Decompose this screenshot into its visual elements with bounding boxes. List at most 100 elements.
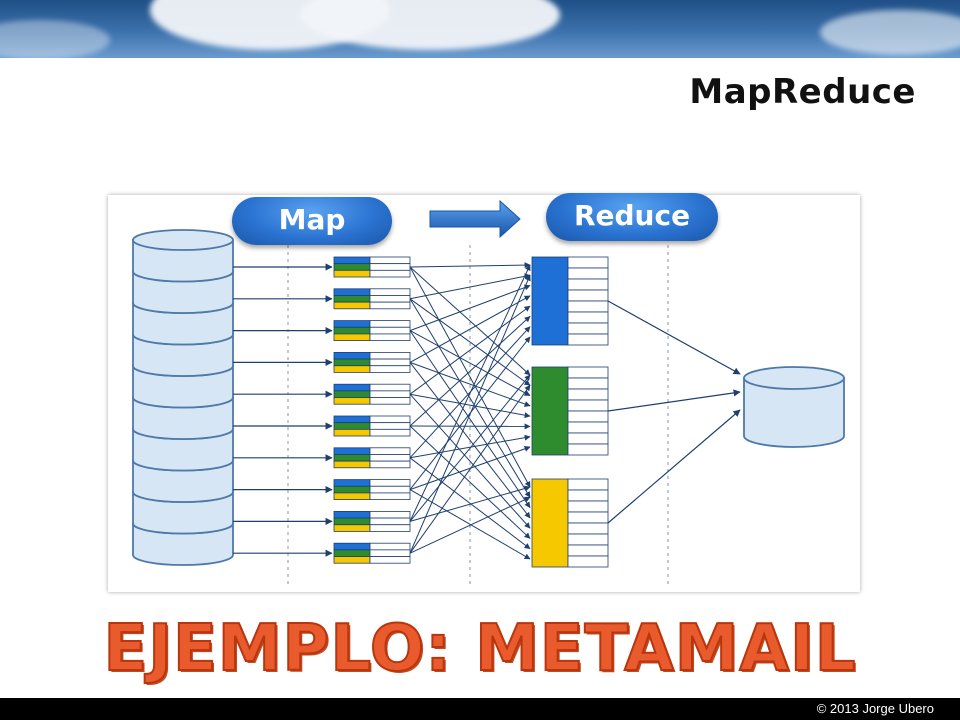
map-cell-empty	[369, 256, 411, 265]
map-cell	[333, 454, 371, 462]
reduce-cell	[567, 278, 609, 291]
shuffle-arrow	[409, 264, 531, 522]
map-cell	[333, 492, 371, 500]
map-cell-empty	[369, 333, 411, 342]
disk-segment	[132, 522, 234, 566]
reduce-cell	[567, 421, 609, 434]
shuffle-arrow	[409, 434, 531, 459]
map-cell-empty	[369, 358, 411, 367]
shuffle-arrow	[409, 374, 531, 522]
reduce-cell	[567, 432, 609, 445]
map-cell-empty	[369, 517, 411, 526]
shuffle-arrow	[409, 496, 531, 554]
map-cell	[333, 390, 371, 398]
disk-segment-top	[132, 229, 234, 251]
reduce-cell	[567, 522, 609, 535]
map-cell	[333, 428, 371, 437]
map-cell-empty	[369, 269, 411, 278]
disk-segment	[132, 459, 234, 503]
reduce-cell	[567, 333, 609, 346]
shuffle-arrow	[409, 266, 531, 488]
disk-segment	[132, 428, 234, 472]
map-cell-empty	[369, 454, 411, 462]
map-cell-empty	[369, 390, 411, 398]
reduce-cell	[567, 555, 609, 568]
disk-segment	[132, 270, 234, 314]
reduce-cell	[567, 322, 609, 335]
output-disk-body	[743, 377, 845, 448]
shuffle-arrow	[409, 330, 531, 397]
reduce-cell	[567, 533, 609, 546]
reduce-cell	[567, 489, 609, 502]
map-cell-empty	[369, 524, 411, 532]
reduce-key-cell	[531, 366, 569, 456]
footer-bar: © 2013 Jorge Ubero	[0, 698, 960, 720]
output-arrow	[607, 300, 741, 375]
reduce-cell	[567, 377, 609, 390]
reduce-cell	[567, 366, 609, 379]
map-cell-empty	[369, 415, 411, 424]
map-cell	[333, 256, 371, 265]
reduce-cell	[567, 311, 609, 324]
reduce-cell	[567, 443, 609, 456]
map-cell	[333, 358, 371, 367]
shuffle-arrow	[409, 266, 531, 376]
flow-arrow-icon	[429, 199, 521, 239]
reduce-cell	[567, 256, 609, 269]
shuffle-arrow	[409, 445, 531, 491]
shuffle-arrow	[409, 489, 531, 560]
map-cell	[333, 460, 371, 469]
output-disk-top	[743, 366, 845, 390]
map-cell	[333, 326, 371, 335]
map-tasks	[333, 256, 411, 564]
map-cell-empty	[369, 428, 411, 437]
reduce-task	[531, 256, 609, 346]
map-cell-empty	[369, 479, 411, 487]
map-cell	[333, 524, 371, 532]
map-cell-empty	[369, 510, 411, 519]
map-task	[333, 542, 411, 564]
map-task	[333, 320, 411, 342]
mapreduce-diagram: Map Reduce	[108, 193, 860, 592]
map-cell-empty	[369, 320, 411, 328]
reduce-cell	[567, 500, 609, 513]
slide-heading: EJEMPLO: METAMAIL	[102, 611, 857, 687]
disk-segment	[132, 396, 234, 440]
map-cell	[333, 288, 371, 296]
map-cell	[333, 542, 371, 551]
map-task	[333, 351, 411, 373]
map-task	[333, 510, 411, 532]
map-cell-empty	[369, 301, 411, 310]
map-cell-empty	[369, 263, 411, 271]
reduce-task	[531, 366, 609, 456]
map-cell	[333, 517, 371, 526]
map-cell	[333, 397, 371, 405]
map-cell	[333, 485, 371, 494]
map-label: Map	[232, 197, 392, 245]
shuffle-arrow	[409, 274, 531, 554]
map-cell-empty	[369, 549, 411, 557]
reduce-cell	[567, 267, 609, 280]
reduce-key-cell	[531, 256, 569, 346]
reduce-cell	[567, 478, 609, 491]
map-task	[333, 415, 411, 437]
map-task	[333, 447, 411, 469]
shuffle-arrow	[409, 393, 531, 529]
map-cell-empty	[369, 365, 411, 373]
shuffle-arrow	[409, 262, 531, 269]
map-cell-empty	[369, 485, 411, 494]
map-cell-empty	[369, 295, 411, 303]
map-cell	[333, 383, 371, 392]
map-cell	[333, 320, 371, 328]
reduce-cell	[567, 388, 609, 401]
reduce-cell	[567, 544, 609, 557]
reduce-task	[531, 478, 609, 568]
map-cell-empty	[369, 447, 411, 455]
map-cell	[333, 415, 371, 424]
map-cell	[333, 301, 371, 310]
map-cell	[333, 263, 371, 271]
map-cell	[333, 351, 371, 360]
shuffle-arrow	[409, 384, 531, 554]
disk-segment	[132, 365, 234, 409]
connection-arrows	[233, 262, 741, 560]
